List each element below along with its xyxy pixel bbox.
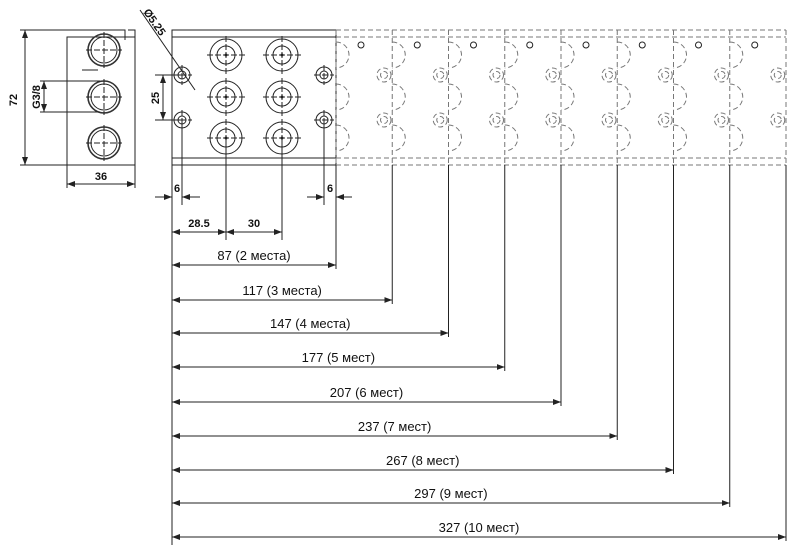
right-edge-label: 6 xyxy=(327,183,333,195)
length-label: 327 (10 мест) xyxy=(439,520,520,535)
optional-section xyxy=(504,30,561,165)
hole-diameter-label: Ø5.25 xyxy=(141,7,168,38)
length-label: 237 (7 мест) xyxy=(358,419,431,434)
thread-label: G3/8 xyxy=(31,85,43,109)
port-circle xyxy=(86,79,122,115)
length-label: 207 (6 мест) xyxy=(330,385,403,400)
width-dimension: 36 xyxy=(95,171,107,183)
length-dimension: 177 (5 мест) xyxy=(172,165,506,371)
length-label: 87 (2 места) xyxy=(217,248,290,263)
optional-section xyxy=(335,30,392,165)
height-dimension: 72 xyxy=(8,94,20,106)
side-view: 72 36 G3/8 xyxy=(8,29,136,188)
length-dimension: 267 (8 мест) xyxy=(172,165,674,474)
length-label: 297 (9 мест) xyxy=(414,486,487,501)
port-circle xyxy=(207,36,245,74)
left-edge-label: 6 xyxy=(174,183,180,195)
length-dimension: 87 (2 места) xyxy=(172,165,337,269)
length-label: 267 (8 мест) xyxy=(386,453,459,468)
length-label: 177 (5 мест) xyxy=(302,350,375,365)
port-circle xyxy=(263,78,301,116)
length-dimension: 147 (4 места) xyxy=(172,165,449,337)
optional-section xyxy=(391,30,448,165)
mounting-hole xyxy=(314,65,334,85)
length-dimension: 237 (7 мест) xyxy=(172,165,618,440)
length-label: 147 (4 места) xyxy=(270,316,351,331)
hole-spacing-label: 25 xyxy=(150,92,162,104)
optional-section xyxy=(448,30,504,165)
port-circle xyxy=(86,125,122,161)
port-circle xyxy=(263,36,301,74)
length-dimensions: 87 (2 места) 117 (3 места) 147 (4 места) 17… xyxy=(172,165,787,541)
length-dimension: 327 (10 мест) xyxy=(172,165,787,541)
port-circle xyxy=(207,78,245,116)
front-view: Ø5.25 25 6 6 28.5 30 xyxy=(139,7,787,545)
optional-section xyxy=(729,30,786,165)
port-circle xyxy=(86,32,122,68)
optional-section xyxy=(616,30,673,165)
length-label: 117 (3 места) xyxy=(242,283,322,298)
length-dimension: 207 (6 мест) xyxy=(172,165,562,406)
length-dimension: 117 (3 места) xyxy=(172,165,393,304)
length-dimension: 297 (9 мест) xyxy=(172,165,731,507)
optional-section xyxy=(560,30,617,165)
port-pitch-label: 30 xyxy=(248,218,260,230)
optional-section xyxy=(673,30,729,165)
port-offset-label: 28.5 xyxy=(188,218,209,230)
